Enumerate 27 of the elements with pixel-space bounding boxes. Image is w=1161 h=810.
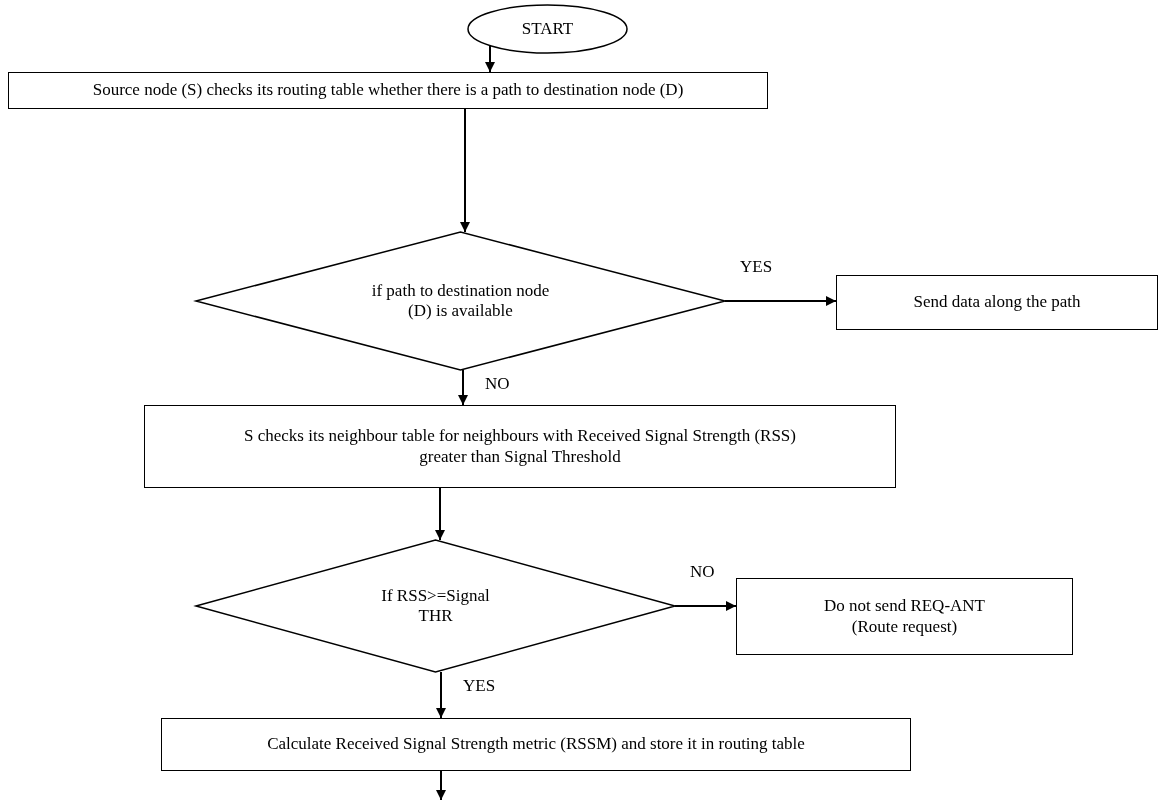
edge-label: YES [740,257,773,278]
node-text: if path to destination node (D) is available [370,280,551,322]
node-text: If RSS>=Signal THR [380,585,491,627]
node-text: Send data along the path [913,292,1081,313]
process-box [8,72,768,109]
node-text: START [521,18,574,40]
arrow [458,369,468,406]
arrow [460,108,470,233]
process-box [736,578,1073,655]
decision-diamond [196,232,725,370]
process-box [836,275,1158,330]
arrow [435,487,445,541]
node-text: Calculate Received Signal Strength metric (RSSM) and store it in routing table [267,734,805,755]
process-box [144,405,896,488]
edge-label: YES [463,676,496,697]
arrow [674,601,737,611]
edge-label: NO [485,374,510,395]
node-text: Do not send REQ-ANT (Route request) [823,596,986,637]
process-box [161,718,911,771]
node-text: Source node (S) checks its routing table whether there is a path to destination node (D) [92,80,684,101]
start-terminal [467,4,628,54]
node-text: S checks its neighbour table for neighbours with Received Signal Strength (RSS) greater than Signal Threshold [243,426,797,467]
edge-label: NO [690,562,715,583]
arrow [436,770,446,801]
arrow [724,296,837,306]
arrow [436,671,446,719]
decision-diamond [196,540,675,672]
